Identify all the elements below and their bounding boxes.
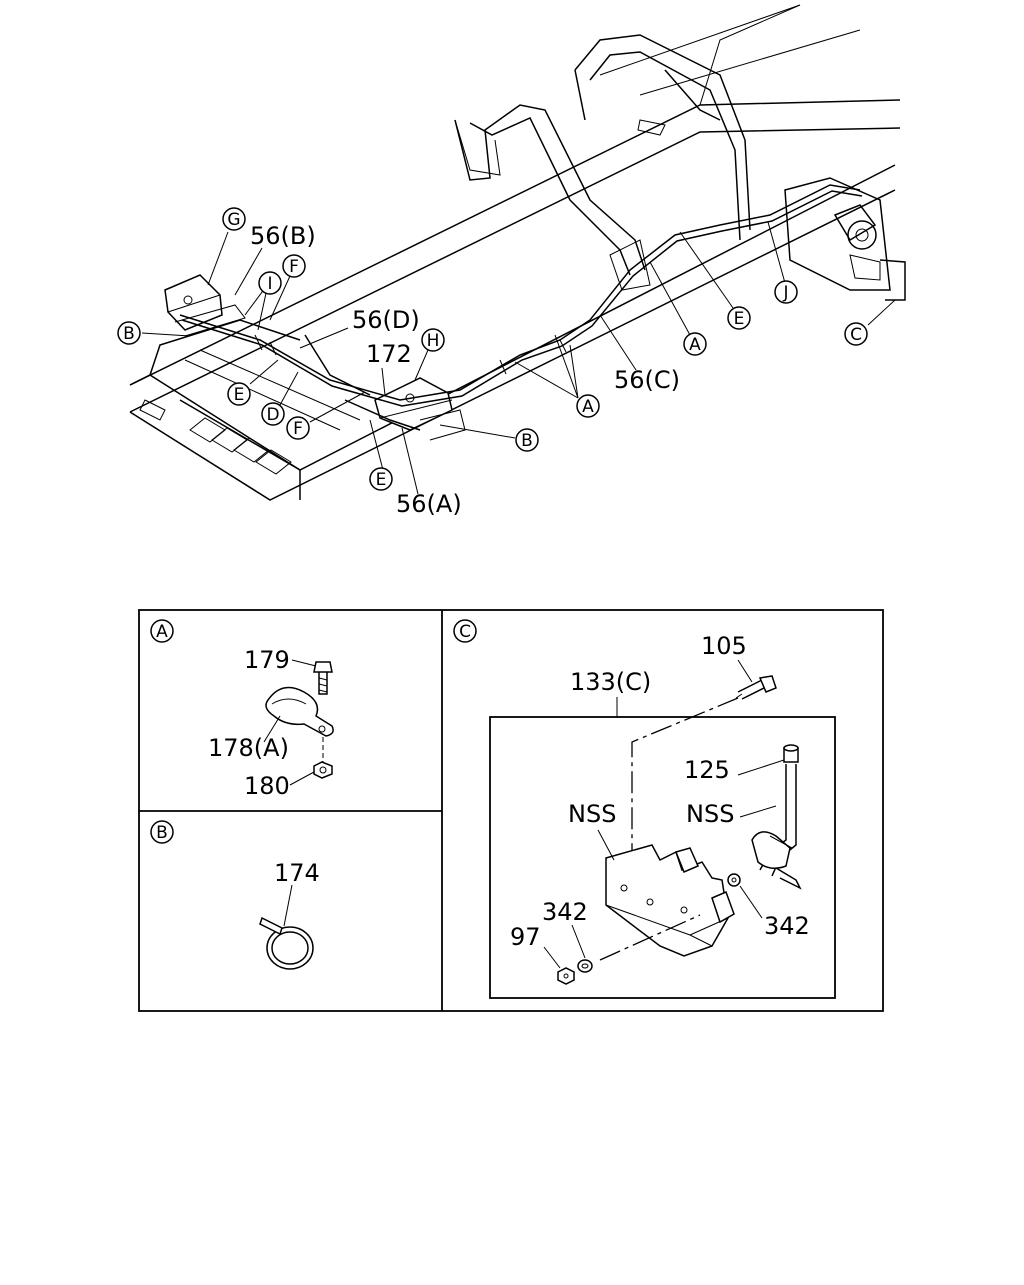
svg-text:B: B: [521, 431, 533, 451]
label-56d: 56(D): [352, 306, 420, 334]
label-179: 179: [244, 646, 290, 674]
wire-harness-56: [179, 184, 863, 431]
svg-text:I: I: [267, 274, 272, 294]
svg-text:E: E: [376, 470, 387, 490]
label-342-right: 342: [764, 912, 810, 940]
label-342-left: 342: [542, 898, 588, 926]
detail-c-callout: C: [453, 619, 477, 643]
callout-e-left: E: [227, 382, 251, 406]
label-180: 180: [244, 772, 290, 800]
label-nss-right: NSS: [686, 800, 734, 828]
callout-f-lower: F: [286, 416, 310, 440]
label-97: 97: [510, 923, 541, 951]
label-172: 172: [366, 340, 412, 368]
svg-text:B: B: [123, 324, 135, 344]
svg-text:A: A: [689, 335, 701, 355]
svg-text:F: F: [289, 257, 299, 277]
svg-text:A: A: [156, 622, 168, 642]
callout-b-right: B: [515, 428, 539, 452]
label-56b: 56(B): [250, 222, 316, 250]
callout-c: C: [844, 322, 868, 346]
callout-h: H: [421, 328, 445, 352]
label-56a: 56(A): [396, 490, 462, 518]
callout-e-bottom: E: [369, 467, 393, 491]
detail-b-callout: B: [150, 820, 174, 844]
callout-b-left: B: [117, 321, 141, 345]
label-133c: 133(C): [570, 668, 651, 696]
detail-c: C: [453, 619, 836, 999]
svg-text:C: C: [459, 622, 471, 642]
detail-b: B 174: [150, 820, 320, 970]
detail-a-callout: A: [150, 619, 174, 643]
svg-text:G: G: [227, 210, 240, 230]
label-178a: 178(A): [208, 734, 289, 762]
callout-j: J: [774, 280, 798, 304]
callout-g: G: [222, 207, 246, 231]
svg-text:J: J: [782, 283, 788, 303]
callout-e-right: E: [727, 306, 751, 330]
svg-text:D: D: [266, 405, 279, 425]
chassis-frame-drawing: [129, 4, 906, 501]
callout-d: D: [261, 402, 285, 426]
detail-a: A 179 178(A) 180: [150, 619, 334, 800]
callout-f-upper: F: [282, 254, 306, 278]
detail-frame: [138, 609, 884, 1012]
svg-text:B: B: [156, 823, 168, 843]
svg-text:E: E: [734, 309, 745, 329]
svg-text:E: E: [234, 385, 245, 405]
svg-text:H: H: [427, 331, 440, 351]
svg-text:F: F: [293, 419, 303, 439]
callout-i: I: [258, 271, 282, 295]
label-105: 105: [701, 632, 747, 660]
callout-a-upper: A: [683, 332, 707, 356]
svg-text:A: A: [582, 397, 594, 417]
label-174: 174: [274, 859, 320, 887]
top-part-labels: 56(B) 56(D) 172 56(C) 56(A): [250, 222, 680, 518]
label-nss-left: NSS: [568, 800, 616, 828]
top-callouts: G I F B E D F H E B A A E J C: [117, 207, 868, 491]
label-56c: 56(C): [614, 366, 680, 394]
svg-text:C: C: [850, 325, 862, 345]
callout-a-lower: A: [576, 394, 600, 418]
label-125: 125: [684, 756, 730, 784]
